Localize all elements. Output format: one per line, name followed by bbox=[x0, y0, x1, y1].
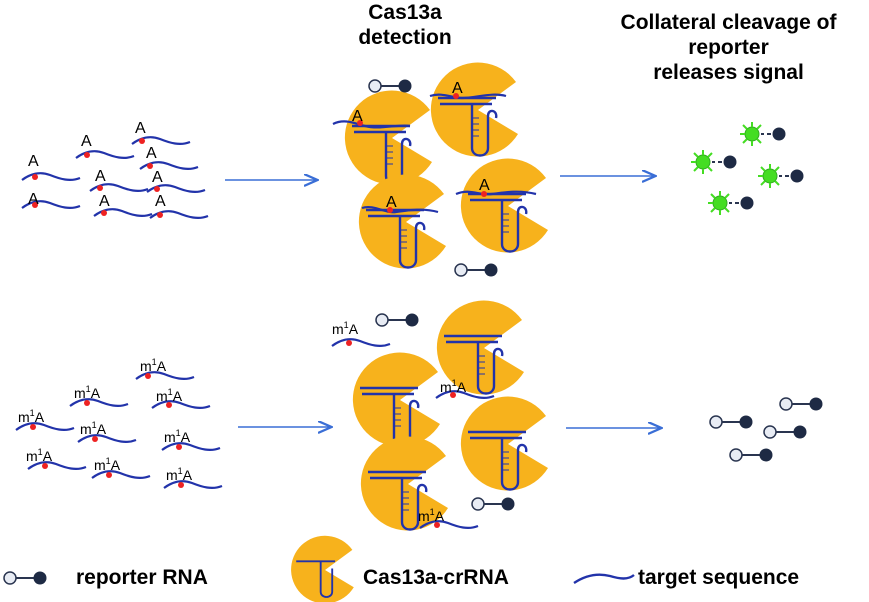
m1a-label: m1A bbox=[418, 507, 445, 524]
reporter-probe bbox=[454, 262, 499, 278]
adenosine-label: A bbox=[152, 169, 163, 186]
m1a-label: m1A bbox=[80, 420, 107, 437]
bottom-m1a-labels: m1A m1A m1A m1A m1A m1A m1A m1A m1A bbox=[18, 357, 193, 483]
adenosine-label: A bbox=[452, 80, 463, 97]
reporter-probe bbox=[375, 312, 420, 328]
adenosine-label: A bbox=[146, 145, 157, 162]
m1a-label: m1A bbox=[94, 456, 121, 473]
top-bound-adenosine-labels: A A A A bbox=[352, 80, 490, 211]
adenosine-label: A bbox=[81, 133, 92, 150]
m1a-label: m1A bbox=[440, 378, 467, 395]
released-signals bbox=[690, 121, 805, 216]
adenosine-label: A bbox=[99, 193, 110, 210]
adenosine-label: A bbox=[95, 168, 106, 185]
adenosine-label: A bbox=[155, 193, 166, 210]
m1a-label: m1A bbox=[26, 447, 53, 464]
legend-target-label: target sequence bbox=[638, 566, 800, 589]
free-m1a-strands: m1A m1A m1A bbox=[330, 320, 496, 530]
m1a-label: m1A bbox=[156, 387, 183, 404]
reporter-probe bbox=[471, 496, 516, 512]
top-target-strands bbox=[20, 136, 210, 220]
top-adenosine-labels: A A A A A A A A A bbox=[28, 120, 166, 210]
legend-target-icon bbox=[573, 573, 635, 585]
adenosine-label: A bbox=[479, 177, 490, 194]
legend-cas-label: Cas13a-crRNA bbox=[363, 566, 509, 589]
collateral-cleavage-header: Collateral cleavage of reporter releases… bbox=[620, 11, 837, 84]
intact-reporters bbox=[709, 396, 824, 463]
m1a-label: m1A bbox=[332, 320, 359, 337]
top-cas13a-complexes bbox=[332, 61, 550, 270]
adenosine-label: A bbox=[28, 153, 39, 170]
adenosine-label: A bbox=[28, 191, 39, 208]
cas13a-detection-header: Cas13a detection bbox=[358, 1, 452, 49]
adenosine-label: A bbox=[135, 120, 146, 137]
adenosine-label: A bbox=[386, 194, 397, 211]
m1a-label: m1A bbox=[18, 408, 45, 425]
m1a-label: m1A bbox=[166, 466, 193, 483]
m1a-label: m1A bbox=[164, 428, 191, 445]
adenosine-label: A bbox=[352, 108, 363, 125]
legend-reporter-label: reporter RNA bbox=[76, 566, 208, 589]
legend-reporter-icon bbox=[3, 570, 48, 586]
legend-cas-icon bbox=[291, 535, 354, 602]
m1a-label: m1A bbox=[140, 357, 167, 374]
m1a-label: m1A bbox=[74, 384, 101, 401]
bottom-target-strands bbox=[14, 371, 224, 490]
bottom-cas13a-complexes bbox=[351, 299, 550, 532]
